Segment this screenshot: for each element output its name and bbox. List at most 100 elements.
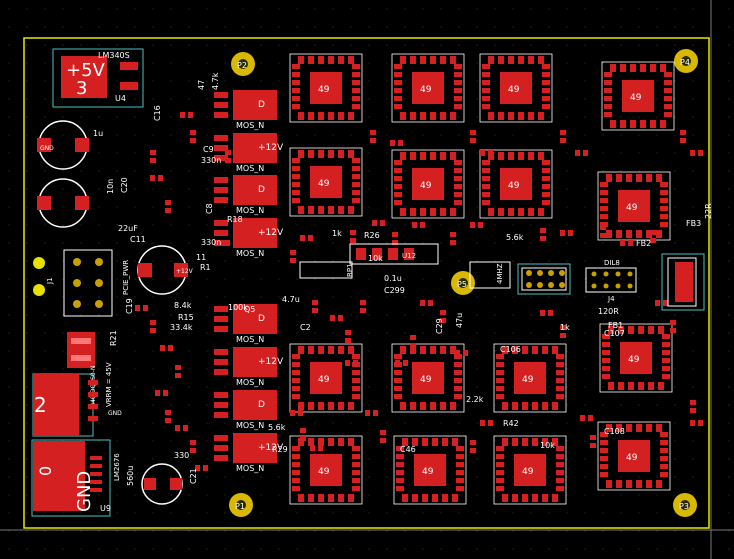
passive-62[interactable] — [690, 420, 703, 426]
passive-52[interactable] — [225, 240, 238, 246]
passive-19[interactable] — [345, 330, 351, 343]
passive-41[interactable] — [470, 440, 476, 453]
component-u12[interactable]: U12 — [349, 243, 439, 265]
passive-35[interactable] — [670, 320, 676, 333]
passive-37[interactable] — [560, 325, 566, 338]
passive-18[interactable] — [330, 315, 343, 321]
ic-chip-3[interactable]: 49 — [479, 53, 553, 123]
electrolytic-cap-2[interactable] — [37, 178, 89, 228]
passive-57[interactable] — [470, 130, 476, 143]
passive-42[interactable] — [365, 410, 378, 416]
passive-56[interactable] — [390, 140, 403, 146]
passive-28[interactable] — [470, 222, 483, 228]
passive-3[interactable] — [165, 200, 171, 213]
passive-5[interactable] — [190, 130, 196, 143]
passive-44[interactable] — [395, 360, 408, 366]
ic-chip-15[interactable]: 49 — [493, 435, 567, 505]
passive-11[interactable] — [165, 410, 171, 423]
connector-right-edge[interactable] — [661, 253, 705, 311]
passive-9[interactable] — [175, 365, 181, 378]
electrolytic-cap-4[interactable]: 560u — [126, 463, 183, 505]
mount-hole-p3[interactable]: P3 — [673, 493, 697, 517]
ic-chip-10[interactable]: 49 — [391, 343, 465, 413]
passive-25[interactable] — [392, 232, 398, 245]
passive-50[interactable] — [345, 360, 358, 366]
passive-4[interactable] — [180, 112, 193, 118]
passive-33[interactable] — [650, 230, 656, 243]
ic-chip-12[interactable]: 49 — [599, 323, 673, 393]
ic-chip-1[interactable]: 49 — [289, 53, 363, 123]
passive-20[interactable] — [290, 410, 303, 416]
passive-54[interactable] — [575, 150, 588, 156]
ic-chip-5[interactable]: 49 — [289, 147, 363, 217]
passive-59[interactable] — [680, 130, 686, 143]
ic-chip-4[interactable]: 49 — [601, 61, 675, 131]
passive-53[interactable] — [560, 130, 566, 143]
passive-27[interactable] — [450, 232, 456, 245]
electrolytic-cap-1[interactable] — [37, 120, 89, 170]
passive-34[interactable] — [655, 300, 668, 306]
passive-30[interactable] — [560, 230, 573, 236]
passive-31[interactable] — [600, 225, 606, 238]
passive-60[interactable] — [690, 150, 703, 156]
passive-8[interactable] — [160, 345, 173, 351]
passive-6[interactable] — [135, 305, 148, 311]
passive-43[interactable] — [380, 430, 386, 443]
mount-hole-p4[interactable]: P4 — [674, 49, 698, 73]
mount-hole-p5[interactable]: P5 — [451, 271, 475, 295]
passive-10[interactable] — [155, 390, 168, 396]
passive-48[interactable] — [455, 350, 468, 356]
passive-15[interactable] — [290, 250, 296, 263]
passive-40[interactable] — [480, 420, 493, 426]
ic-chip-11[interactable]: 49 — [493, 343, 567, 413]
ic-chip-2[interactable]: 49 — [391, 53, 465, 123]
crystal-4mhz[interactable]: 4MHZ — [469, 261, 511, 289]
passive-22[interactable] — [310, 445, 323, 451]
connector-j1[interactable]: J1 — [33, 257, 54, 296]
cap-block-left[interactable] — [67, 332, 95, 368]
passive-46[interactable] — [420, 300, 433, 306]
passive-49[interactable] — [360, 300, 366, 313]
socket-dil8[interactable]: DIL8 — [585, 259, 637, 293]
passive-12[interactable] — [175, 425, 188, 431]
passive-14[interactable] — [195, 465, 208, 471]
passive-55[interactable] — [370, 130, 376, 143]
mount-hole-p1[interactable]: P1 — [229, 493, 253, 517]
diode-d1[interactable]: 2 VRRM = 45V B40-DQ0S0-N — [32, 362, 113, 437]
ic-chip-16[interactable]: 49 — [597, 421, 671, 491]
header-j4[interactable]: J4 — [517, 263, 615, 303]
passive-61[interactable] — [690, 400, 696, 413]
passive-38[interactable] — [580, 415, 593, 421]
passive-1[interactable] — [150, 150, 156, 163]
passive-45[interactable] — [410, 335, 416, 348]
component-rp1[interactable]: RP1 — [299, 261, 354, 279]
passive-17[interactable] — [312, 300, 318, 313]
electrolytic-cap-3[interactable] — [137, 245, 188, 295]
passive-7[interactable] — [150, 320, 156, 333]
passive-24[interactable] — [372, 220, 385, 226]
regulator-u9[interactable]: 0 GND LM2676 U9 — [31, 439, 121, 517]
passive-13[interactable] — [190, 440, 196, 453]
ic-chip-8[interactable]: 49 — [597, 171, 671, 241]
passive-39[interactable] — [590, 435, 596, 448]
ic-chip-13[interactable]: 49 — [289, 435, 363, 505]
connector-pcie-pwr[interactable]: PCIE_PWR — [63, 249, 130, 317]
passive-32[interactable] — [620, 240, 633, 246]
passive-58[interactable] — [480, 150, 493, 156]
mount-hole-p2[interactable]: P2 — [231, 52, 255, 76]
passive-47[interactable] — [440, 310, 446, 323]
ic-chip-14[interactable]: 49 — [393, 435, 467, 505]
regulator-u4[interactable]: +5V 3 LM340S U4 — [52, 48, 144, 108]
ic-chip-6[interactable]: 49 — [391, 149, 465, 219]
passive-2[interactable] — [150, 175, 163, 181]
passive-23[interactable] — [350, 230, 356, 243]
